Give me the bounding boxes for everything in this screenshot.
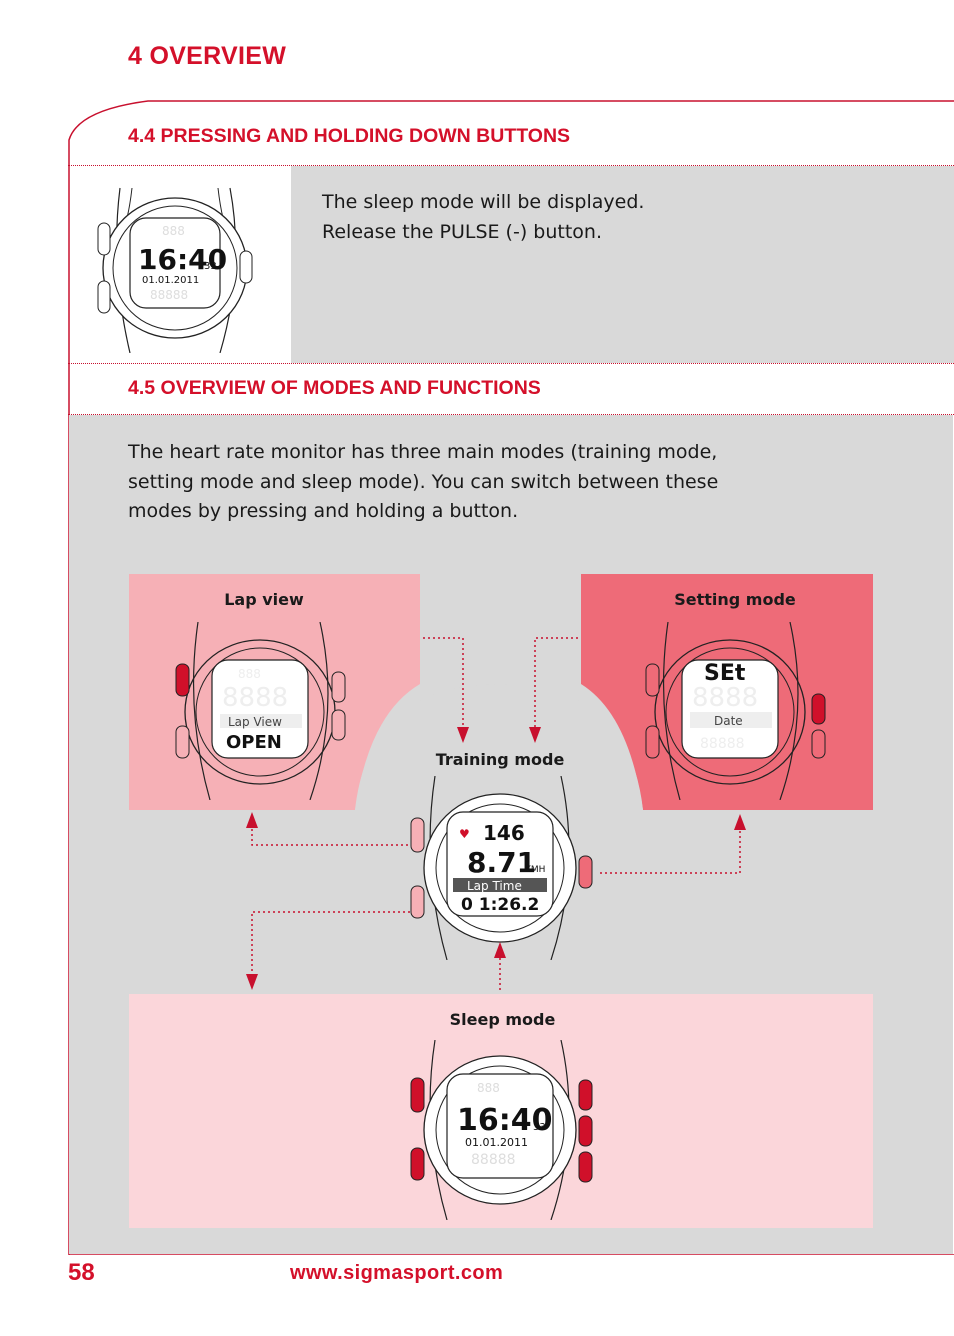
setting-mode-label: Setting mode (674, 590, 796, 609)
watch-sleep-mode-illustration: 888 16:40 33 01.01.2011 88888 (410, 1040, 593, 1220)
section-4-4-text: The sleep mode will be displayed. Releas… (322, 191, 645, 243)
section-4-5-intro: The heart rate monitor has three main mo… (128, 441, 719, 522)
training-lap-label: Lap Time (467, 879, 522, 893)
lap-open-text: OPEN (226, 732, 282, 753)
section-4-4-panel (291, 166, 954, 363)
setting-sub-text: Date (714, 714, 743, 728)
sleep-watch-date: 01.01.2011 (465, 1136, 528, 1149)
svg-text:888: 888 (162, 224, 185, 238)
watch-setting-illustration: 888 SEt 8888 Date 88888 (645, 622, 826, 800)
sleep-watch-seconds: 33 (533, 1122, 546, 1133)
watch-seconds: 33 (204, 261, 217, 272)
arrow-head (734, 814, 746, 830)
arrow-head (529, 727, 541, 743)
watch-training-illustration: ♥ 146 8.71 KMH Lap Time 0 1:26.2 (410, 776, 593, 960)
svg-text:888: 888 (477, 1081, 500, 1095)
training-unit: KMH (525, 865, 545, 875)
section-heading-4-5: 4.5 OVERVIEW OF MODES AND FUNCTIONS (128, 377, 541, 399)
section-heading-4-4: 4.4 PRESSING AND HOLDING DOWN BUTTONS (128, 125, 571, 147)
arrow-head (246, 974, 258, 990)
svg-text:♥: ♥ (459, 827, 470, 841)
divider (68, 414, 954, 415)
training-mode-backdrop (355, 684, 643, 810)
svg-text:88888: 88888 (700, 736, 745, 752)
divider (68, 363, 954, 364)
page-frame (68, 100, 954, 1255)
training-speed: 8.71 (467, 846, 536, 879)
setting-text: SEt (704, 661, 746, 686)
divider (68, 165, 954, 166)
page-number: 58 (68, 1259, 95, 1286)
svg-text:888: 888 (238, 667, 261, 681)
sleep-watch-time: 16:40 (457, 1103, 553, 1138)
training-pulse: 146 (483, 821, 525, 845)
watch-sleep-illustration: 888 16:40 33 01.01.2011 88888 (97, 187, 253, 353)
watch-lap-view-illustration: 888 8888 Lap View OPEN (175, 622, 346, 800)
footer-url[interactable]: www.sigmasport.com (290, 1262, 504, 1284)
lap-view-text: Lap View (228, 715, 282, 729)
training-lap-time: 0 1:26.2 (461, 895, 539, 915)
chapter-title: 4 OVERVIEW (128, 42, 287, 70)
sleep-mode-label: Sleep mode (449, 1010, 556, 1029)
watch-time: 16:40 (138, 243, 227, 276)
svg-text:8888: 8888 (692, 683, 758, 713)
lap-view-label: Lap view (224, 590, 304, 609)
svg-text:8888: 8888 (222, 683, 288, 713)
arrow-head (494, 942, 506, 958)
arrow-head (457, 727, 469, 743)
svg-text:88888: 88888 (471, 1152, 516, 1168)
svg-text:88888: 88888 (150, 288, 188, 302)
watch-date: 01.01.2011 (142, 275, 199, 286)
svg-text:888: 888 (706, 667, 729, 681)
training-mode-label: Training mode (435, 750, 565, 769)
arrow-head (246, 812, 258, 828)
